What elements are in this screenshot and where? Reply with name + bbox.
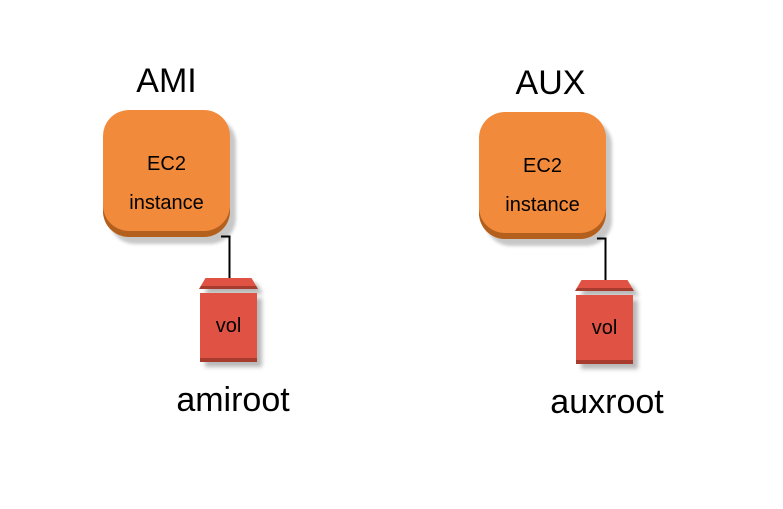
ami-volume-node[interactable]: vol: [199, 278, 258, 362]
ec2-label-line2: instance: [505, 194, 580, 216]
ami-ec2-instance-node[interactable]: EC2 instance: [103, 110, 230, 237]
ami-volume-caption: amiroot: [176, 381, 290, 419]
ec2-label-line1: EC2: [523, 155, 562, 177]
volume-lid: [575, 280, 634, 291]
aux-ec2-instance-node[interactable]: EC2 instance: [479, 112, 606, 239]
aux-volume-node[interactable]: vol: [575, 280, 634, 364]
volume-label: vol: [215, 314, 242, 337]
volume-body: vol: [576, 295, 633, 364]
volume-label: vol: [591, 316, 618, 339]
volume-body: vol: [200, 293, 257, 362]
ami-group: AMI EC2 instance vol amiroot: [0, 0, 330, 507]
ec2-label-line2: instance: [129, 192, 204, 214]
ami-title: AMI: [136, 62, 197, 100]
aux-volume-caption: auxroot: [550, 383, 664, 421]
ec2-label-line1: EC2: [147, 153, 186, 175]
volume-lid: [199, 278, 258, 289]
aux-title: AUX: [515, 64, 586, 102]
aux-group: AUX EC2 instance vol auxroot: [376, 2, 706, 509]
